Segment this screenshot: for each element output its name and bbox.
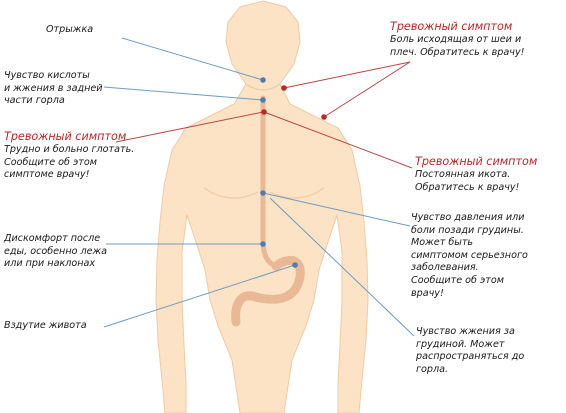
- label-sour-throat: Чувство кислоты и жжения в задней части …: [4, 70, 103, 108]
- label-line: Дискомфорт после: [4, 233, 101, 244]
- label-warning-hiccup: Тревожный симптом Постоянная икота. Обра…: [415, 155, 537, 194]
- label-line: Сообщите об этом: [411, 274, 504, 286]
- label-line: Вздутие живота: [4, 320, 87, 331]
- label-line: Трудно и больно глотать.: [4, 144, 135, 155]
- warning-heading: Тревожный симптом: [390, 20, 513, 33]
- label-bloating: Вздутие живота: [4, 320, 87, 333]
- symptom-dot-neck: [281, 85, 287, 91]
- label-line: грудиной. Может: [416, 338, 505, 350]
- label-line: симптоме врачу!: [4, 169, 90, 181]
- label-line: распространяться до: [416, 351, 525, 363]
- leader-line-burping: [121, 37, 264, 81]
- symptom-dot-sour-throat: [260, 97, 266, 103]
- warning-heading: Тревожный симптом: [4, 130, 127, 143]
- leader-line-warn-neck-b: [323, 61, 411, 118]
- leader-line-bloating: [103, 264, 296, 328]
- warning-heading: Тревожный симптом: [415, 155, 538, 168]
- label-burping: Отрыжка: [46, 24, 93, 37]
- label-discomfort: Дискомфорт после еды, особенно лежа или …: [4, 233, 107, 271]
- label-line: симптомом серьезного: [411, 249, 528, 261]
- leader-line-warn-swallow: [115, 111, 264, 143]
- label-line: части горла: [4, 95, 65, 107]
- label-line: плеч. Обратитесь к врачу!: [390, 46, 525, 58]
- leader-line-warn-hiccup: [263, 111, 413, 169]
- label-line: Обратитесь к врачу!: [415, 181, 520, 193]
- label-line: врачу!: [411, 287, 444, 299]
- stomach: [231, 256, 305, 327]
- chest-contour: [269, 187, 325, 199]
- symptom-dot-bloating: [292, 262, 298, 268]
- label-line: Может быть: [411, 237, 474, 249]
- label-line: Отрыжка: [46, 24, 94, 35]
- symptom-dot-shoulder: [321, 114, 327, 120]
- label-line: Чувство жжения за: [416, 326, 515, 337]
- leader-line-chest-pressure: [262, 192, 411, 227]
- symptom-dot-discomfort: [260, 241, 266, 247]
- leader-line-warn-neck-a: [283, 61, 411, 89]
- label-line: боли позади грудины.: [411, 224, 524, 236]
- label-warning-swallow: Тревожный симптом Трудно и больно глотат…: [4, 130, 134, 182]
- label-line: еды, особенно лежа: [4, 245, 108, 257]
- label-line: Чувство кислоты: [4, 70, 90, 81]
- label-line: Постоянная икота.: [415, 169, 511, 180]
- label-line: Чувство давления или: [411, 212, 525, 223]
- label-line: заболевания.: [411, 262, 479, 274]
- label-line: Сообщите об этом: [4, 156, 97, 168]
- leader-line-sour-throat: [103, 86, 264, 101]
- label-line: горла.: [416, 363, 449, 375]
- neck-contour: [245, 83, 281, 91]
- label-heartburn: Чувство жжения за грудиной. Может распро…: [416, 326, 524, 376]
- label-line: или при наклонах: [4, 258, 96, 270]
- label-chest-pressure: Чувство давления или боли позади грудины…: [411, 212, 528, 300]
- chest-contour: [203, 187, 259, 199]
- leader-line-heartburn: [269, 197, 415, 337]
- label-line: и жжения в задней: [4, 82, 103, 94]
- symptom-dot-swallow: [261, 109, 267, 115]
- symptom-dot-burping: [260, 77, 266, 83]
- label-line: Боль исходящая от шеи и: [390, 34, 522, 45]
- symptom-dot-chest: [260, 190, 266, 196]
- label-warning-neck: Тревожный симптом Боль исходящая от шеи …: [390, 20, 524, 59]
